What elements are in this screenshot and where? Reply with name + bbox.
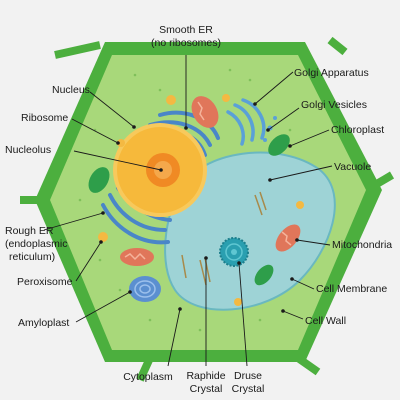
label-amyloplast: Amyloplast [18,317,69,329]
label-raphide-crystal-line1: Raphide [186,370,225,382]
label-smooth-er-line2: (no ribosomes) [151,37,221,49]
golgi-apparatus [226,98,266,146]
raphide-crystal [181,191,267,286]
label-rough-er-line1: Rough ER [5,225,54,237]
labels: Smooth ER (no ribosomes) Nucleus Golgi A… [5,24,392,395]
label-mitochondria: Mitochondria [332,239,392,251]
leader-lines [43,55,333,367]
druse-crystal [219,237,249,267]
label-cytoplasm: Cytoplasm [123,371,173,383]
label-nucleus: Nucleus [52,84,90,96]
label-cell-wall: Cell Wall [305,315,346,327]
label-golgi-vesicles: Golgi Vesicles [301,99,367,111]
label-ribosome: Ribosome [21,112,68,124]
label-raphide-crystal-line2: Crystal [190,383,223,395]
peroxisomes [98,94,304,306]
label-cell-membrane: Cell Membrane [316,283,387,295]
label-peroxisome: Peroxisome [17,276,73,288]
label-chloroplast: Chloroplast [331,124,384,136]
golgi-vesicles [263,116,277,142]
mitochondria [120,96,301,266]
label-druse-crystal-line1: Druse [234,370,262,382]
label-rough-er-line3: reticulum) [9,251,55,263]
chloroplasts [88,134,290,286]
label-vacuole: Vacuole [334,161,371,173]
label-golgi-apparatus: Golgi Apparatus [294,67,369,79]
label-rough-er-line2: (endoplasmic [5,238,67,250]
label-druse-crystal-line2: Crystal [232,383,265,395]
label-smooth-er-line1: Smooth ER [159,24,213,36]
label-nucleolus: Nucleolus [5,144,51,156]
amyloplast [129,276,161,302]
